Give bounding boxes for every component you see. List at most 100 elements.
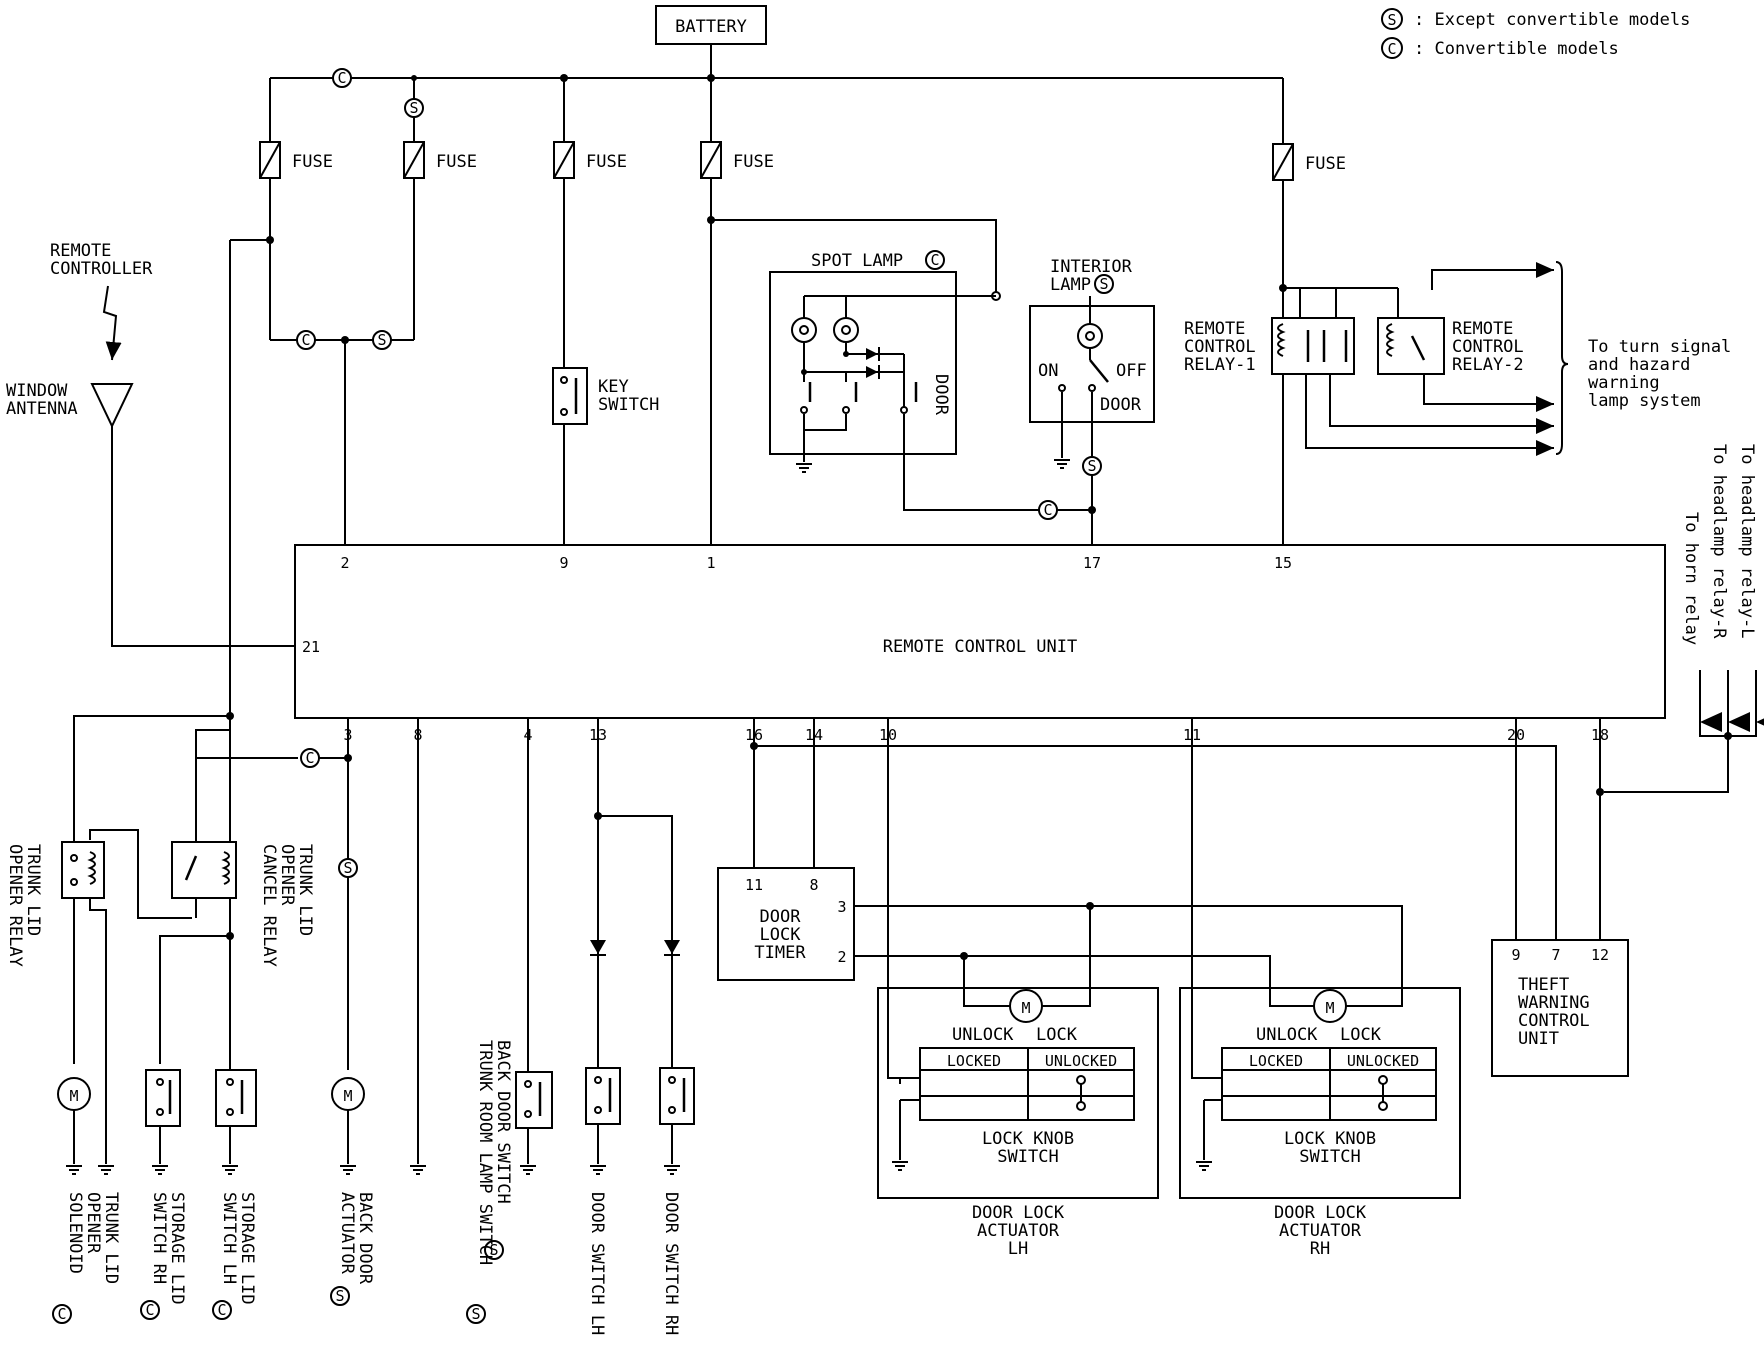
- window-antenna-icon: [90, 383, 134, 429]
- svg-text:C: C: [57, 1305, 66, 1323]
- svg-text:LAMP: LAMP: [1050, 275, 1091, 295]
- svg-text:To turn signal: To turn signal: [1588, 337, 1731, 357]
- svg-text:17: 17: [1083, 554, 1101, 572]
- horn-relay-label: To horn relay: [1681, 512, 1701, 645]
- svg-text:9: 9: [1511, 946, 1520, 964]
- svg-text:REMOTE: REMOTE: [1452, 319, 1513, 339]
- svg-text:warning: warning: [1588, 373, 1660, 393]
- svg-text:LOCK KNOB: LOCK KNOB: [1284, 1129, 1376, 1149]
- svg-text:TIMER: TIMER: [754, 943, 806, 963]
- fuse-1: FUSE: [259, 141, 333, 179]
- svg-text:S: S: [343, 859, 352, 877]
- trunk-lid-opener-cancel-relay: [171, 841, 237, 899]
- back-door-actuator-circuit: C S M BACK DOOR ACTUATOR S: [195, 718, 375, 1306]
- door-switches: DOOR SWITCH LH DOOR SWITCH RH: [585, 718, 695, 1335]
- spot-lamp: SPOT LAMP C DOOR C: [707, 216, 1092, 520]
- svg-text:21: 21: [302, 638, 320, 656]
- svg-text:LOCK KNOB: LOCK KNOB: [982, 1129, 1074, 1149]
- svg-text:ACTUATOR: ACTUATOR: [977, 1221, 1060, 1241]
- fuse-5: FUSE: [1272, 143, 1346, 181]
- svg-text:CANCEL RELAY: CANCEL RELAY: [259, 844, 279, 967]
- svg-text:BACK DOOR: BACK DOOR: [355, 1192, 375, 1285]
- svg-text:ACTUATOR: ACTUATOR: [337, 1192, 357, 1275]
- storage-lid-switch-rh: [145, 1069, 181, 1127]
- svg-text:BACK DOOR SWITCH: BACK DOOR SWITCH: [493, 1040, 513, 1204]
- svg-text:S: S: [489, 1241, 498, 1259]
- svg-text:SWITCH: SWITCH: [997, 1147, 1058, 1167]
- svg-text:15: 15: [1274, 554, 1292, 572]
- svg-text:SOLENOID: SOLENOID: [65, 1192, 85, 1274]
- svg-text:M: M: [69, 1087, 78, 1105]
- svg-text:TRUNK LID: TRUNK LID: [295, 844, 315, 936]
- svg-text:DOOR SWITCH LH: DOOR SWITCH LH: [587, 1192, 607, 1335]
- svg-text:OPENER: OPENER: [277, 844, 297, 906]
- remote-controller-label-1: REMOTE: [50, 241, 111, 261]
- svg-text:M: M: [1021, 999, 1030, 1017]
- svg-text:DOOR LOCK: DOOR LOCK: [972, 1203, 1065, 1223]
- turn-signal-outputs: To turn signal and hazard warning lamp s…: [1305, 261, 1731, 456]
- remote-control-relay-1: REMOTE CONTROL RELAY-1: [1184, 284, 1398, 398]
- svg-text:FUSE: FUSE: [1305, 154, 1346, 174]
- trunk-lid-opener-relay: [61, 841, 105, 899]
- door-lock-timer: 11 8 3 2 DOOR LOCK TIMER: [717, 718, 1403, 988]
- svg-text:2: 2: [837, 948, 846, 966]
- legend: S : Except convertible models C : Conver…: [1381, 8, 1690, 59]
- legend-c-marker: [1381, 37, 1403, 59]
- svg-text:SWITCH RH: SWITCH RH: [149, 1192, 169, 1284]
- svg-text:STORAGE LID: STORAGE LID: [237, 1192, 257, 1305]
- svg-text:C: C: [301, 331, 310, 349]
- svg-text:CONTROL: CONTROL: [1518, 1011, 1590, 1031]
- svg-text:LOCK: LOCK: [1036, 1025, 1078, 1045]
- svg-text:S: S: [377, 331, 386, 349]
- svg-text:CONTROL: CONTROL: [1184, 337, 1256, 357]
- back-door-switch: BACK DOOR SWITCH S TRUNK ROOM LAMP SWITC…: [466, 718, 553, 1324]
- svg-text:ACTUATOR: ACTUATOR: [1279, 1221, 1362, 1241]
- marker-s-top: S: [404, 98, 424, 118]
- battery-label: BATTERY: [675, 17, 747, 37]
- rcu-label: REMOTE CONTROL UNIT: [883, 637, 1077, 657]
- headlamp-relay-l-label: To headlamp relay-L: [1737, 444, 1757, 638]
- fuse-4: FUSE: [700, 141, 774, 179]
- svg-text:FUSE: FUSE: [586, 152, 627, 172]
- svg-text:LH: LH: [1008, 1239, 1028, 1259]
- legend-c-letter: C: [1387, 40, 1396, 58]
- svg-text:M: M: [343, 1087, 352, 1105]
- svg-text:FUSE: FUSE: [436, 152, 477, 172]
- remote-controller-label-2: CONTROLLER: [50, 259, 153, 279]
- window-antenna-label-1: WINDOW: [6, 381, 68, 401]
- svg-text:OPENER RELAY: OPENER RELAY: [5, 844, 25, 967]
- svg-text:C: C: [305, 749, 314, 767]
- marker-c-top: C: [332, 68, 352, 88]
- storage-lid-switch-lh: [215, 1069, 257, 1127]
- svg-text:C: C: [1043, 501, 1052, 519]
- svg-text:UNLOCK: UNLOCK: [952, 1025, 1014, 1045]
- svg-text:FUSE: FUSE: [733, 152, 774, 172]
- svg-text:S: S: [335, 1287, 344, 1305]
- interior-lamp: INTERIOR LAMP S ON OFF DOOR S: [1029, 257, 1155, 545]
- svg-text:THEFT: THEFT: [1518, 975, 1569, 995]
- svg-text:C: C: [930, 251, 939, 269]
- svg-text:UNLOCKED: UNLOCKED: [1045, 1052, 1117, 1070]
- fuse-3: FUSE: [553, 141, 627, 179]
- svg-text:REMOTE: REMOTE: [1184, 319, 1245, 339]
- svg-text:TRUNK LID: TRUNK LID: [23, 844, 43, 936]
- key-switch: KEY SWITCH: [552, 367, 659, 425]
- antenna-wire: [111, 426, 295, 647]
- svg-text:CONTROL: CONTROL: [1452, 337, 1524, 357]
- svg-text:TRUNK LID: TRUNK LID: [101, 1192, 121, 1284]
- svg-text:FUSE: FUSE: [292, 152, 333, 172]
- door-lock-actuator-lh: M UNLOCK LOCK LOCKED UNLOCKED LOCK KNOB …: [877, 718, 1159, 1259]
- svg-text:DOOR LOCK: DOOR LOCK: [1274, 1203, 1367, 1223]
- svg-text:TRUNK ROOM LAMP SWITCH: TRUNK ROOM LAMP SWITCH: [475, 1040, 495, 1265]
- svg-text:8: 8: [809, 876, 818, 894]
- svg-text:9: 9: [559, 554, 568, 572]
- legend-s-letter: S: [1387, 11, 1396, 29]
- door-switch-lh: [585, 1067, 621, 1125]
- svg-text:RELAY-2: RELAY-2: [1452, 355, 1524, 375]
- svg-text:1: 1: [706, 554, 715, 572]
- legend-s-text: : Except convertible models: [1414, 10, 1690, 30]
- svg-text:OPENER: OPENER: [83, 1192, 103, 1254]
- svg-text:M: M: [1325, 999, 1334, 1017]
- svg-text:C: C: [217, 1301, 226, 1319]
